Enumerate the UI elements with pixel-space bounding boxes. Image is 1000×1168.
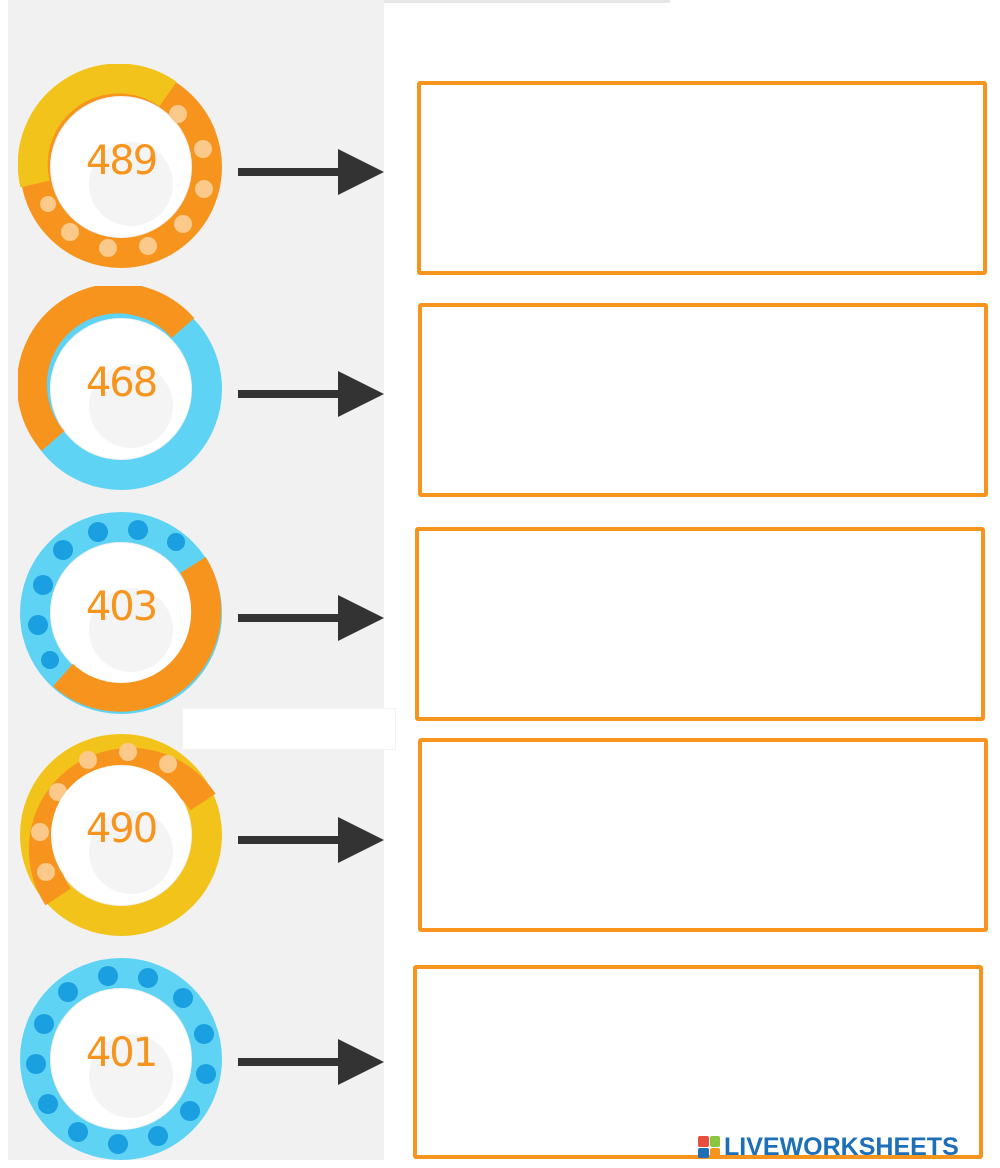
- arrow-right-icon: [238, 149, 384, 195]
- top-strip: [384, 0, 670, 3]
- number-ring-401: 401: [18, 956, 224, 1162]
- number-label: 468: [85, 360, 158, 406]
- number-ring-468: 468: [18, 286, 224, 492]
- answer-box-3[interactable]: [415, 527, 985, 721]
- answer-box-5[interactable]: [413, 965, 983, 1159]
- ring-490-graphic: [20, 734, 222, 936]
- answer-box-4[interactable]: [418, 738, 988, 932]
- page-edge: [0, 0, 8, 1168]
- watermark-text: LIVEWORKSHEETS: [724, 1132, 959, 1161]
- number-ring-489: 489: [18, 64, 224, 270]
- arrow-right-icon: [238, 1039, 384, 1085]
- ring-401-graphic: [20, 958, 222, 1160]
- number-label: 489: [85, 138, 158, 184]
- number-label: 401: [85, 1030, 158, 1076]
- number-ring-403: 403: [18, 510, 224, 716]
- arrow-right-icon: [238, 595, 384, 641]
- ring-468-graphic: [18, 286, 222, 490]
- arrow-right-icon: [238, 371, 384, 417]
- logo-icon: [698, 1136, 720, 1158]
- liveworksheets-logo: LIVEWORKSHEETS: [698, 1132, 959, 1161]
- blank-patch: [182, 708, 396, 750]
- number-label: 403: [85, 584, 158, 630]
- arrow-right-icon: [238, 817, 384, 863]
- answer-box-2[interactable]: [418, 303, 988, 497]
- number-label: 490: [85, 806, 158, 852]
- answer-box-1[interactable]: [417, 81, 987, 275]
- number-ring-490: 490: [18, 732, 224, 938]
- ring-489-graphic: [18, 64, 222, 268]
- ring-403-graphic: [20, 512, 222, 714]
